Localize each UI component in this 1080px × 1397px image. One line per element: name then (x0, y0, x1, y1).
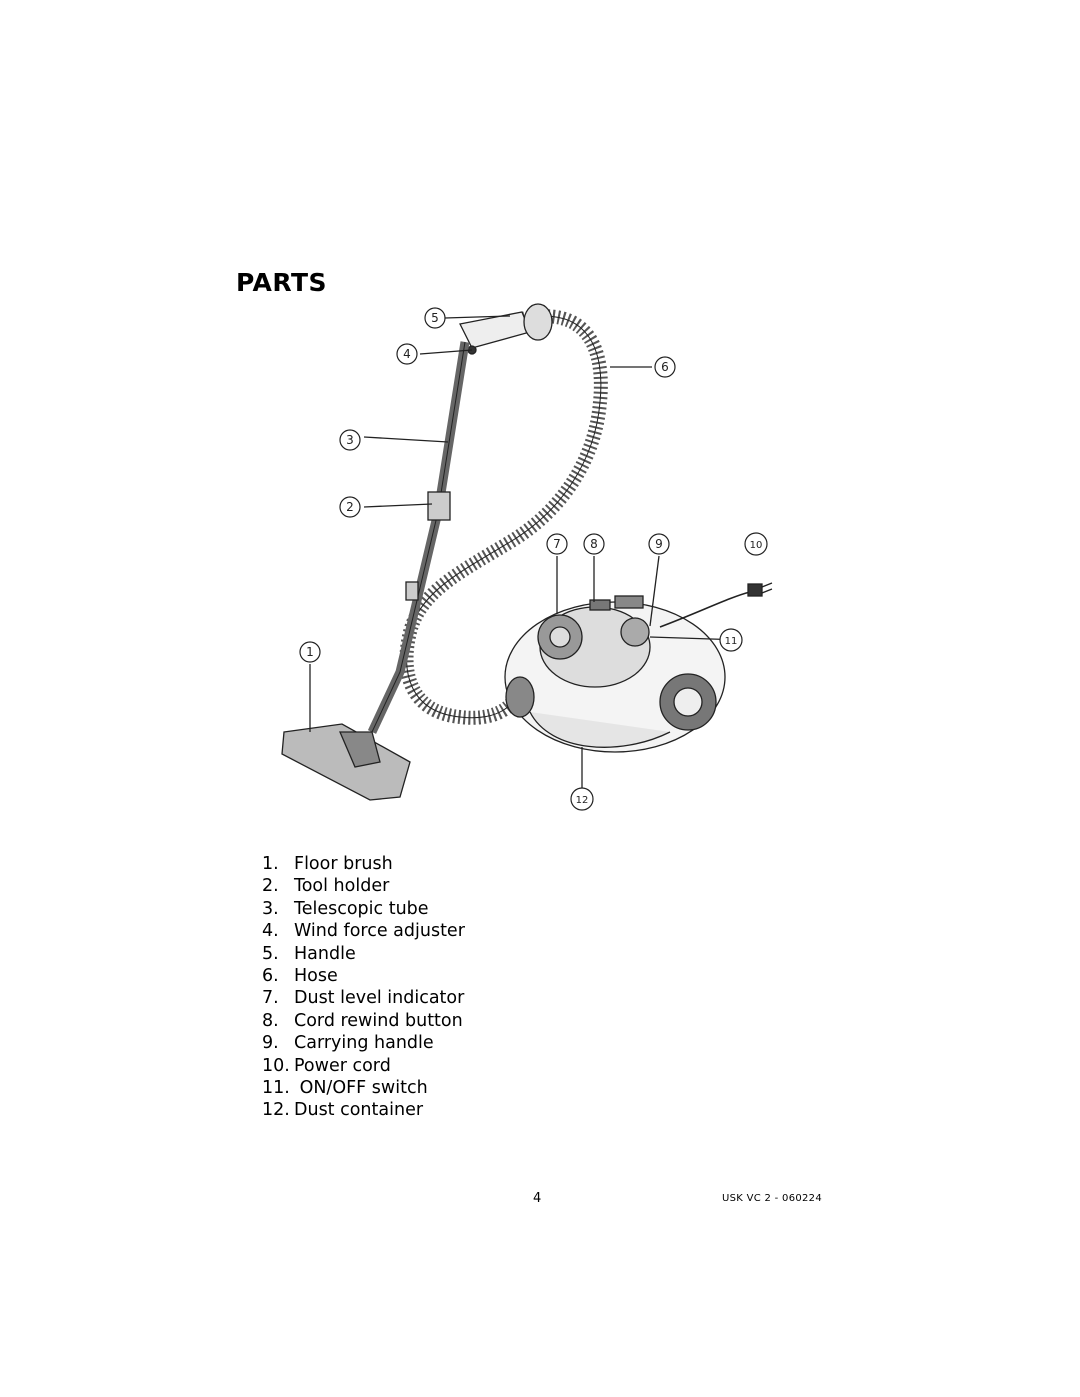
list-item: 5. Handle (262, 943, 465, 965)
list-item-number: 7. (262, 988, 279, 1009)
callout-2: 2 (346, 500, 354, 514)
document-code: USK VC 2 - 060224 (722, 1193, 823, 1204)
telescopic-tube-drawing (367, 341, 470, 734)
cord-rewind-button-drawing (589, 599, 611, 611)
list-item-label: Carrying handle (294, 1033, 434, 1054)
list-item-number: 3. (262, 898, 279, 919)
list-item: 6. Hose (262, 965, 465, 987)
list-item-label: Hose (294, 966, 338, 987)
list-item-label: Floor brush (294, 854, 393, 874)
list-item-label: Dust container (294, 1100, 424, 1121)
tool-holder-drawing (427, 491, 451, 521)
list-item-label: Cord rewind button (294, 1010, 463, 1031)
list-item: 1. Floor brush (262, 853, 465, 875)
callout-7: 7 (553, 537, 561, 551)
list-item-number: 6. (262, 966, 279, 987)
list-item-label: Handle (294, 943, 356, 964)
list-item-label: Dust level indicator (294, 988, 465, 1009)
list-item-number: 9. (262, 1033, 279, 1054)
floor-brush-drawing (281, 723, 411, 801)
callout-4: 4 (403, 347, 411, 361)
on-off-switch-drawing (620, 617, 650, 647)
list-item-number: 2. (262, 876, 279, 897)
list-item-number: 4. (262, 921, 279, 942)
list-item-label: Power cord (294, 1055, 391, 1076)
vacuum-parts-diagram: 1 2 3 4 5 6 7 8 9 10 11 12 (281, 303, 773, 811)
callout-8: 8 (590, 537, 598, 551)
list-item: 12.Dust container (262, 1099, 465, 1121)
callout-9: 9 (655, 537, 663, 551)
callout-12: 12 (576, 795, 589, 806)
list-item-number: 1. (262, 854, 279, 874)
parts-list: 1. Floor brush 2. Tool holder 3. Telescopic… (262, 853, 465, 1122)
carrying-handle-drawing (614, 595, 644, 609)
power-cord-drawing (659, 591, 751, 628)
list-item-label: ON/OFF switch (294, 1078, 428, 1099)
list-item: 9. Carrying handle (262, 1032, 465, 1054)
list-item-number: 8. (262, 1010, 279, 1031)
callout-5: 5 (431, 311, 439, 325)
list-item: 4. Wind force adjuster (262, 920, 465, 942)
list-item-number: 5. (262, 943, 279, 964)
callout-3: 3 (346, 433, 354, 447)
list-item-label: Telescopic tube (294, 898, 429, 919)
list-item: 10.Power cord (262, 1055, 465, 1077)
page-number: 4 (533, 1191, 542, 1206)
page-title: PARTS (236, 268, 328, 297)
dust-container-drawing (529, 711, 671, 748)
list-item-number: 10. (262, 1055, 290, 1076)
list-item-label: Tool holder (294, 876, 390, 897)
list-item-label: Wind force adjuster (294, 921, 465, 942)
list-item: 7. Dust level indicator (262, 987, 465, 1009)
callout-11: 11 (725, 636, 738, 647)
plug-drawing (747, 583, 763, 597)
list-item: 8. Cord rewind button (262, 1010, 465, 1032)
callout-10: 10 (750, 540, 763, 551)
list-item: 3. Telescopic tube (262, 898, 465, 920)
callout-1: 1 (306, 645, 314, 659)
list-item: 2. Tool holder (262, 875, 465, 897)
list-item-number: 12. (262, 1100, 290, 1121)
callout-6: 6 (661, 360, 669, 374)
list-item: 11. ON/OFF switch (262, 1077, 465, 1099)
list-item-number: 11. (262, 1078, 290, 1099)
